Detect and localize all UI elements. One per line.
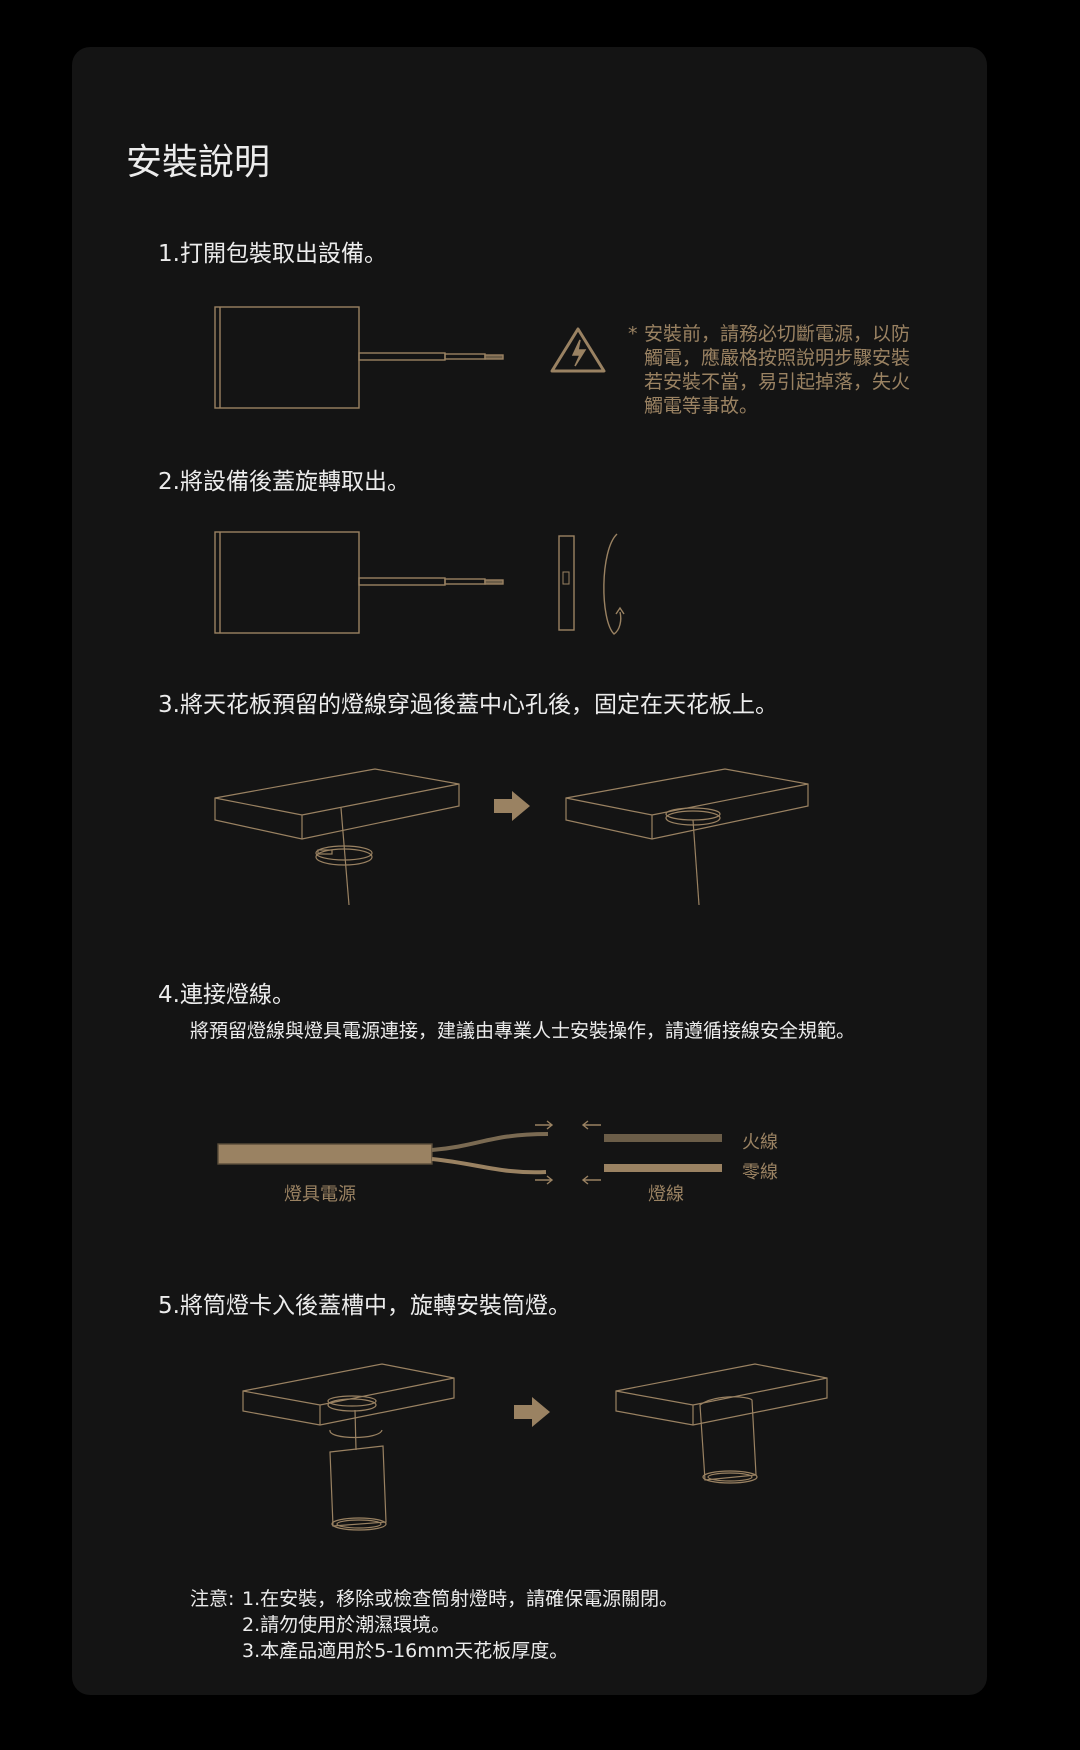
notes: 注意: 1.在安裝，移除或檢查筒射燈時，請確保電源關閉。 2.請勿使用於潮濕環境。… bbox=[190, 1586, 678, 1664]
note-item: 2.請勿使用於潮濕環境。 bbox=[242, 1614, 451, 1636]
safety-warning: * 安裝前，請務必切斷電源，以防 觸電，應嚴格按照說明步驟安裝 若安裝不當，易引… bbox=[628, 322, 948, 418]
step-4-description: 將預留燈線與燈具電源連接，建議由專業人士安裝操作，請遵循接線安全規範。 bbox=[190, 1020, 856, 1042]
step-3-label: 3.將天花板預留的燈線穿過後蓋中心孔後，固定在天花板上。 bbox=[158, 692, 778, 718]
neutral-wire-label: 零線 bbox=[742, 1162, 778, 1183]
device-illustration-1 bbox=[214, 306, 504, 409]
live-wire-label: 火線 bbox=[742, 1132, 778, 1153]
step-4-label: 4.連接燈線。 bbox=[158, 982, 295, 1008]
warning-line: 觸電等事故。 bbox=[644, 395, 759, 417]
downlight-install-after bbox=[615, 1363, 828, 1484]
ceiling-mount-before bbox=[214, 768, 460, 906]
rotate-arrow bbox=[329, 1429, 383, 1439]
notes-prefix: 注意: bbox=[190, 1588, 235, 1610]
power-label: 燈具電源 bbox=[284, 1184, 356, 1205]
warning-line: 安裝前，請務必切斷電源，以防 bbox=[644, 323, 911, 345]
note-item: 1.在安裝，移除或檢查筒射燈時，請確保電源關閉。 bbox=[242, 1588, 679, 1610]
device-illustration-2 bbox=[214, 531, 575, 634]
arrow-right-icon bbox=[494, 791, 530, 821]
back-cover bbox=[558, 535, 575, 631]
wiring-diagram bbox=[217, 1120, 722, 1185]
instruction-card bbox=[72, 47, 987, 1695]
ceiling-mount-after bbox=[565, 768, 809, 906]
wire-label: 燈線 bbox=[648, 1184, 684, 1205]
note-item: 3.本產品適用於5-16mm天花板厚度。 bbox=[242, 1640, 569, 1662]
step-1-label: 1.打開包裝取出設備。 bbox=[158, 241, 387, 267]
step-5-label: 5.將筒燈卡入後蓋槽中，旋轉安裝筒燈。 bbox=[158, 1293, 571, 1319]
page-title: 安裝說明 bbox=[126, 142, 271, 183]
warning-line: 觸電，應嚴格按照說明步驟安裝 bbox=[644, 347, 911, 369]
arrow-right-icon bbox=[514, 1397, 550, 1427]
high-voltage-warning-icon bbox=[550, 327, 606, 373]
warning-line: 若安裝不當，易引起掉落，失火 bbox=[644, 371, 911, 393]
downlight-install-before bbox=[242, 1363, 455, 1531]
step-2-label: 2.將設備後蓋旋轉取出。 bbox=[158, 469, 410, 495]
rotate-icon bbox=[603, 533, 625, 635]
warning-marker: * bbox=[628, 323, 638, 345]
